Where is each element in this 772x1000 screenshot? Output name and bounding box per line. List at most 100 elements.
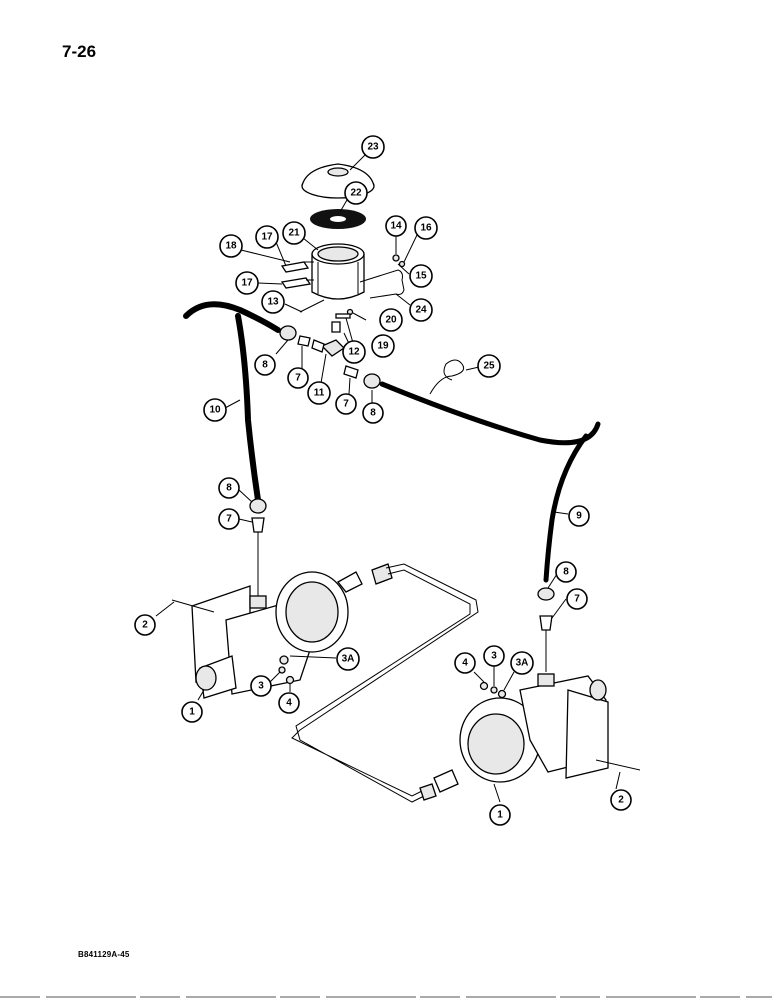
callout-8: 8 xyxy=(218,477,240,499)
callout-7: 7 xyxy=(335,393,357,415)
parts-artwork xyxy=(171,163,641,803)
callout-7: 7 xyxy=(566,588,588,610)
callout-4: 4 xyxy=(278,692,300,714)
callout-7: 7 xyxy=(218,508,240,530)
callout-10: 10 xyxy=(203,398,227,422)
callout-1-label: 1 xyxy=(189,707,195,718)
canister-part xyxy=(311,243,365,300)
callout-14-label: 14 xyxy=(390,221,402,232)
callout-11: 11 xyxy=(307,381,331,405)
nut-part xyxy=(249,498,267,514)
callout-9-label: 9 xyxy=(576,511,582,522)
washer-part xyxy=(278,666,286,674)
callout-11-label: 11 xyxy=(314,388,325,399)
callout-2: 2 xyxy=(134,614,156,636)
callout-4-label: 4 xyxy=(462,658,468,669)
callout-1-label: 1 xyxy=(497,810,503,821)
filter-element-part xyxy=(310,209,366,229)
callout-18: 18 xyxy=(219,234,243,258)
callout-15-label: 15 xyxy=(415,271,427,282)
bolt-part xyxy=(171,599,215,613)
callout-15: 15 xyxy=(409,264,433,288)
callout-21-label: 21 xyxy=(288,228,300,239)
callout-3A-label: 3A xyxy=(342,654,355,665)
callout-22: 22 xyxy=(344,181,368,205)
hose-left-part xyxy=(183,301,281,503)
document-code: B841129A-45 xyxy=(78,950,130,959)
callout-14: 14 xyxy=(385,215,407,237)
fitting-part xyxy=(251,517,265,533)
callout-2-label: 2 xyxy=(142,620,148,631)
callout-19: 19 xyxy=(371,334,395,358)
leader-lines xyxy=(155,154,621,803)
callout-25: 25 xyxy=(477,354,501,378)
callout-3-label: 3 xyxy=(258,681,264,692)
callout-8: 8 xyxy=(362,402,384,424)
callout-24-label: 24 xyxy=(415,305,427,316)
callout-2: 2 xyxy=(610,789,632,811)
brake-tube-part xyxy=(291,563,479,803)
callout-20: 20 xyxy=(379,308,403,332)
callout-10-label: 10 xyxy=(209,405,221,416)
callout-8-label: 8 xyxy=(563,567,569,578)
callout-8-label: 8 xyxy=(226,483,232,494)
callout-4-label: 4 xyxy=(286,698,292,709)
callout-1: 1 xyxy=(489,804,511,826)
callout-1: 1 xyxy=(181,701,203,723)
fitting-part xyxy=(539,615,553,631)
callout-17-label: 17 xyxy=(241,278,253,289)
callout-7-label: 7 xyxy=(226,514,232,525)
callout-7-label: 7 xyxy=(343,399,349,410)
valve-assembly-left-part xyxy=(191,563,393,699)
callout-3A: 3A xyxy=(510,651,534,675)
washer-part xyxy=(490,686,498,694)
bolt-part xyxy=(595,759,641,771)
callout-13: 13 xyxy=(261,290,285,314)
callout-2-label: 2 xyxy=(618,795,624,806)
callout-8: 8 xyxy=(254,354,276,376)
callout-18-label: 18 xyxy=(225,241,237,252)
callout-19-label: 19 xyxy=(377,341,389,352)
callout-16-label: 16 xyxy=(420,223,432,234)
valve-assembly-right-part xyxy=(419,673,609,801)
clamp-part xyxy=(359,269,405,299)
cable-tie-part xyxy=(429,359,465,395)
callout-17: 17 xyxy=(255,225,279,249)
nut-part xyxy=(537,587,555,601)
nut-part xyxy=(363,373,381,389)
callout-12: 12 xyxy=(342,340,366,364)
callout-22-label: 22 xyxy=(350,188,362,199)
fastener-parts xyxy=(299,254,406,319)
hose-right-part xyxy=(379,381,601,583)
nut-part xyxy=(479,681,489,691)
callout-25-label: 25 xyxy=(483,361,495,372)
callout-3: 3 xyxy=(250,675,272,697)
callout-4: 4 xyxy=(454,652,476,674)
callout-7-label: 7 xyxy=(574,594,580,605)
callout-8-label: 8 xyxy=(370,408,376,419)
callout-12-label: 12 xyxy=(348,347,360,358)
callout-3: 3 xyxy=(483,645,505,667)
callout-16: 16 xyxy=(414,216,438,240)
callout-17-label: 17 xyxy=(261,232,273,243)
callout-8-label: 8 xyxy=(262,360,268,371)
callout-3A-label: 3A xyxy=(516,658,529,669)
callout-3-label: 3 xyxy=(491,651,497,662)
callouts: 23 22 21 17 18 17 14 16 15 24 13 20 19 1… xyxy=(134,135,632,826)
callout-23-label: 23 xyxy=(367,142,379,153)
callout-21: 21 xyxy=(282,221,306,245)
callout-9: 9 xyxy=(568,505,590,527)
tee-fitting-parts xyxy=(297,321,359,379)
nut-part xyxy=(285,675,295,685)
callout-3A: 3A xyxy=(336,647,360,671)
callout-8: 8 xyxy=(555,561,577,583)
callout-17: 17 xyxy=(235,271,259,295)
callout-24: 24 xyxy=(409,298,433,322)
callout-23: 23 xyxy=(361,135,385,159)
callout-7-label: 7 xyxy=(295,373,301,384)
callout-20-label: 20 xyxy=(385,315,397,326)
callout-7: 7 xyxy=(287,367,309,389)
mounting-bracket-parts xyxy=(280,261,314,289)
nut-part xyxy=(279,325,297,341)
